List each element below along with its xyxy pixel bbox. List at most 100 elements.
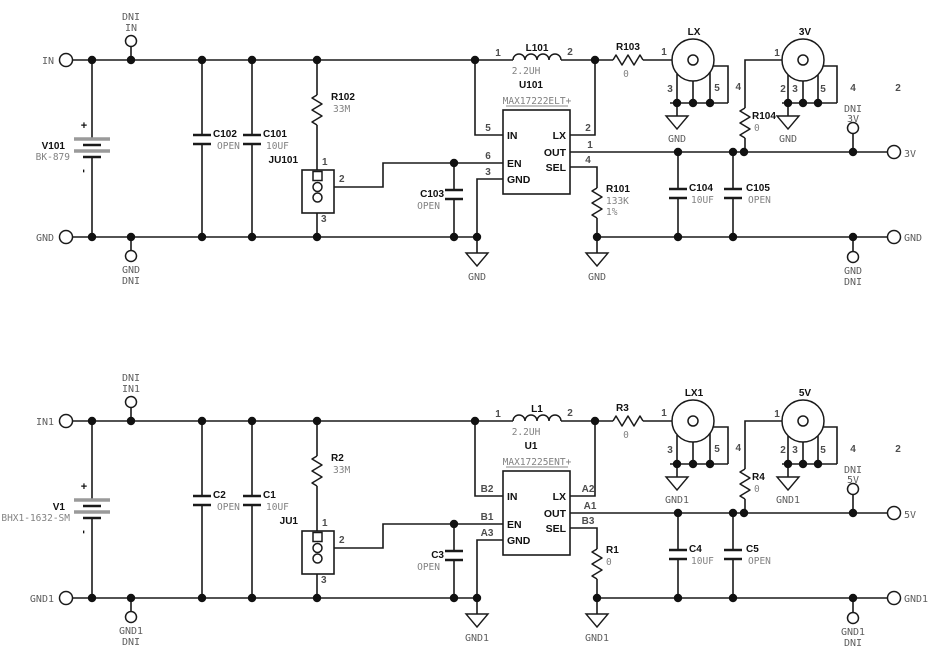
ic-regulator: U1 MAX17225ENT+ IN EN GND LX OUT SEL B2 … bbox=[481, 441, 597, 556]
battery-plus-sign: + bbox=[81, 481, 87, 493]
testpoint-label: DNI bbox=[844, 104, 862, 115]
port-out-gnd bbox=[886, 229, 902, 245]
inductor-pin2: 2 bbox=[567, 408, 573, 419]
testpoint-label: DNI bbox=[844, 277, 862, 288]
gnd-label: GND1 bbox=[776, 495, 800, 506]
jack-pin3-number: 3 bbox=[792, 445, 798, 456]
ic-regulator: U101 MAX17222ELT+ IN EN GND LX OUT SEL 5… bbox=[485, 80, 593, 195]
ic-pin-name-lx: LX bbox=[553, 491, 566, 503]
resistor-out: R4 0 bbox=[739, 468, 765, 500]
capacitor-input: C1 10UF bbox=[243, 490, 289, 513]
gnd-label: GND bbox=[468, 272, 486, 283]
capacitor-en: C103 OPEN bbox=[417, 188, 463, 212]
jack-pin1-number: 1 bbox=[661, 47, 667, 58]
jumper-pin1-pad bbox=[312, 170, 323, 182]
capacitor-input-open: C2 OPEN bbox=[193, 490, 240, 513]
port-in bbox=[58, 413, 74, 429]
capacitor-ref: C103 bbox=[420, 189, 444, 200]
gnd-symbol bbox=[775, 115, 801, 131]
capacitor-value: 10UF bbox=[266, 141, 289, 152]
port-out bbox=[886, 144, 902, 160]
port-out bbox=[886, 505, 902, 521]
testpoint-label: IN1 bbox=[122, 384, 140, 395]
jack-center-pin bbox=[797, 54, 809, 66]
capacitor-ref: C105 bbox=[746, 183, 770, 194]
resistor-ref: R102 bbox=[331, 92, 355, 103]
capacitor-output-open: C105 OPEN bbox=[724, 183, 771, 206]
testpoint-out-gnd bbox=[846, 250, 860, 264]
inductor-ref: L101 bbox=[526, 43, 549, 54]
gnd-label: GND1 bbox=[665, 495, 689, 506]
testpoint-label: IN bbox=[125, 23, 137, 34]
ic-pin-name-in: IN bbox=[507, 130, 518, 142]
jack-center-pin bbox=[687, 415, 699, 427]
gnd-symbol bbox=[775, 476, 801, 492]
coax-jack-lx: LX 1 3 5 GND bbox=[661, 27, 729, 145]
jack-pin3-number: 3 bbox=[792, 84, 798, 95]
battery-ref: V1 bbox=[53, 502, 66, 513]
ic-pin-number-in: B2 bbox=[481, 484, 494, 495]
jack-name: 5V bbox=[799, 388, 812, 399]
jack-center-pin bbox=[687, 54, 699, 66]
gnd-label: GND bbox=[668, 134, 686, 145]
gnd-symbol-ic: GND bbox=[464, 252, 490, 283]
jack-name: LX1 bbox=[685, 388, 704, 399]
testpoint-pin-number: 2 bbox=[895, 444, 901, 455]
resistor-ref: R3 bbox=[616, 403, 629, 414]
resistor-tolerance: 1% bbox=[606, 207, 618, 218]
inductor-pin2: 2 bbox=[567, 47, 573, 58]
resistor-value: 33M bbox=[333, 104, 350, 115]
capacitor-value: OPEN bbox=[417, 201, 440, 212]
inductor: L1 2.2UH 1 2 bbox=[495, 404, 573, 438]
ports: IN1 GND1 5V GND1 bbox=[30, 413, 928, 606]
resistor-value: 0 bbox=[623, 430, 629, 441]
gnd-label: GND1 bbox=[465, 633, 489, 644]
inductor-pin1: 1 bbox=[495, 409, 501, 420]
ic-pin-number-lx: 2 bbox=[585, 123, 591, 134]
jumper-pin3-number: 3 bbox=[321, 214, 327, 225]
port-label-out: 3V bbox=[904, 149, 916, 160]
capacitor-output-open: C5 OPEN bbox=[724, 544, 771, 567]
resistor-sel: R101 133K 1% bbox=[591, 184, 630, 219]
testpoint-label: DNI bbox=[122, 373, 140, 384]
ic-pin-name-sel: SEL bbox=[546, 523, 567, 535]
coax-jack-lx: LX1 1 3 5 GND1 bbox=[661, 388, 729, 506]
ic-pin-name-in: IN bbox=[507, 491, 518, 503]
testpoint-in bbox=[124, 395, 138, 409]
resistor-lx: R3 0 bbox=[612, 403, 644, 441]
ic-pin-name-en: EN bbox=[507, 158, 522, 170]
capacitor-ref: C2 bbox=[213, 490, 226, 501]
jumper-pin3-pad bbox=[312, 192, 323, 203]
resistor-value: 0 bbox=[754, 484, 760, 495]
jack-pin1-number: 1 bbox=[774, 409, 780, 420]
ic-pin-number-out: 1 bbox=[587, 140, 593, 151]
capacitor-ref: C104 bbox=[689, 183, 713, 194]
capacitor-value: OPEN bbox=[417, 562, 440, 573]
wires bbox=[73, 47, 887, 253]
inductor-value: 2.2UH bbox=[512, 427, 541, 438]
test-points: DNI IN GND DNI 4 2 DNI 3V GND DNI bbox=[122, 12, 901, 288]
resistor-value: 0 bbox=[754, 123, 760, 134]
jack-pin1-number: 1 bbox=[661, 408, 667, 419]
inductor: L101 2.2UH 1 2 bbox=[495, 43, 573, 77]
inductor-ref: L1 bbox=[531, 404, 543, 415]
port-out-gnd bbox=[886, 590, 902, 606]
ic-pin-number-lx: A2 bbox=[582, 484, 595, 495]
testpoint-pin-number: 4 bbox=[850, 83, 856, 94]
ic-pin-name-gnd: GND bbox=[507, 174, 531, 186]
gnd-symbol bbox=[664, 476, 690, 492]
gnd-label: GND bbox=[588, 272, 606, 283]
testpoint-pin-number: 4 bbox=[850, 444, 856, 455]
port-label-out-gnd: GND1 bbox=[904, 594, 928, 605]
ic-pin-name-gnd: GND bbox=[507, 535, 531, 547]
capacitor-ref: C3 bbox=[431, 550, 444, 561]
capacitor-en: C3 OPEN bbox=[417, 549, 463, 573]
port-label-in: IN bbox=[42, 56, 54, 67]
gnd-symbol bbox=[664, 115, 690, 131]
jumper-block: JU101 1 2 3 bbox=[269, 155, 345, 225]
jack-name: LX bbox=[688, 27, 701, 38]
testpoint-label: DNI bbox=[844, 465, 862, 476]
ic-part-number: MAX17222ELT+ bbox=[503, 96, 572, 107]
ic-pin-number-en: B1 bbox=[481, 512, 494, 523]
battery-minus-sign: - bbox=[78, 169, 90, 173]
